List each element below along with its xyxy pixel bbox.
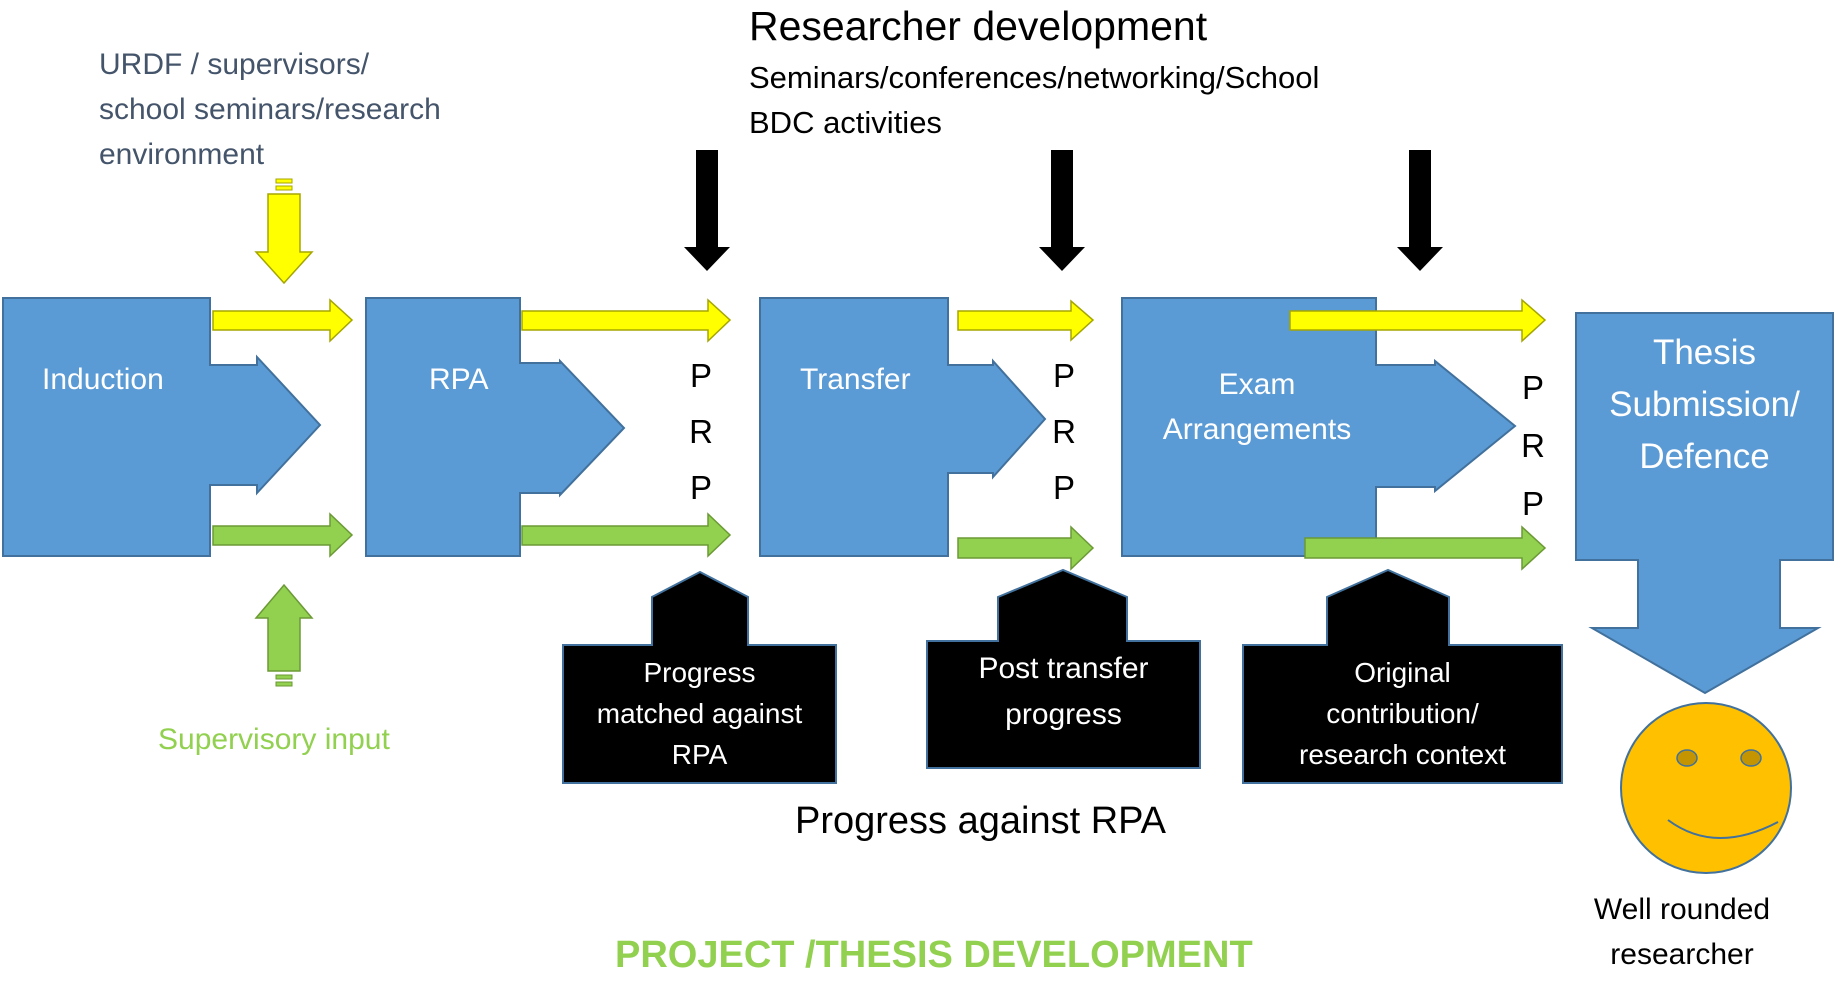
project-thesis-development-label: PROJECT /THESIS DEVELOPMENT <box>615 934 1253 976</box>
stage-rpa-label: RPA <box>429 363 489 396</box>
progress-box-1-label: Progress matched against RPA <box>563 652 836 775</box>
stage-thesis-submission <box>1575 312 1834 695</box>
researcher-development-title: Researcher development <box>749 3 1208 49</box>
stage-rpa <box>365 297 626 557</box>
prp-3-letter-2: R <box>1521 427 1545 464</box>
researcher-development-details: Seminars/conferences/networking/School B… <box>749 55 1319 145</box>
green-arrow-1 <box>212 512 354 558</box>
stage-transfer <box>759 297 1047 557</box>
smiley-face-icon <box>1620 702 1792 874</box>
stage-thesis-label: Thesis Submission/ Defence <box>1576 327 1833 483</box>
researcher-development-line2: BDC activities <box>749 105 942 140</box>
outcome-line1: Well rounded <box>1593 893 1771 926</box>
top-left-note-line1: URDF / supervisors/ <box>99 48 370 81</box>
yellow-arrow-1 <box>212 298 354 343</box>
yellow-arrow-3 <box>957 299 1095 342</box>
supervisory-input-label: Supervisory input <box>158 723 390 756</box>
prp-column-1: P R P <box>683 348 719 516</box>
stage-exam-line1: Exam <box>1218 368 1296 401</box>
prp-1-letter-2: R <box>689 413 713 450</box>
top-left-note: URDF / supervisors/ school seminars/rese… <box>99 42 441 177</box>
outcome-line2: researcher <box>1610 938 1754 971</box>
green-arrow-2 <box>521 512 732 558</box>
progress-box-3-line2: contribution/ <box>1326 698 1479 729</box>
stage-exam-line2: Arrangements <box>1162 413 1352 446</box>
black-down-arrow-2 <box>1039 150 1085 271</box>
green-up-arrow <box>254 583 314 687</box>
progress-box-2-label: Post transfer progress <box>927 646 1200 738</box>
prp-2-letter-1: P <box>1052 357 1075 394</box>
stage-thesis-line3: Defence <box>1639 437 1770 476</box>
top-left-note-line3: environment <box>99 138 265 171</box>
researcher-development-line1: Seminars/conferences/networking/School <box>749 60 1320 95</box>
outcome-label: Well rounded researcher <box>1560 887 1804 977</box>
prp-column-3: P R P <box>1515 359 1551 533</box>
progress-box-1-line3: RPA <box>671 739 728 770</box>
progress-box-3 <box>1242 568 1563 784</box>
yellow-arrow-4 <box>1289 298 1547 343</box>
progress-against-rpa-label: Progress against RPA <box>795 800 1167 842</box>
green-arrow-3 <box>957 525 1095 571</box>
progress-box-2-line1: Post transfer <box>978 652 1149 685</box>
top-left-note-line2: school seminars/research <box>99 93 441 126</box>
yellow-arrow-2 <box>521 298 732 343</box>
progress-box-1-line1: Progress <box>643 657 756 688</box>
prp-1-letter-3: P <box>689 469 712 506</box>
green-arrow-4 <box>1304 525 1547 571</box>
progress-box-2-line2: progress <box>1005 698 1122 731</box>
progress-box-1 <box>562 570 837 784</box>
progress-box-3-line3: research context <box>1299 739 1506 770</box>
stage-induction <box>2 297 322 557</box>
stage-induction-label: Induction <box>42 363 164 396</box>
yellow-down-arrow <box>254 178 314 285</box>
stage-transfer-label: Transfer <box>800 363 911 396</box>
prp-1-letter-1: P <box>689 357 712 394</box>
progress-box-3-label: Original contribution/ research context <box>1243 652 1562 775</box>
progress-box-1-line2: matched against <box>596 698 803 729</box>
prp-2-letter-2: R <box>1052 413 1076 450</box>
progress-box-2 <box>926 568 1201 769</box>
stage-thesis-line1: Thesis <box>1652 333 1757 372</box>
prp-column-2: P R P <box>1046 348 1082 516</box>
stage-exam-label: Exam Arrangements <box>1140 362 1374 452</box>
prp-3-letter-3: P <box>1521 485 1544 522</box>
prp-2-letter-3: P <box>1052 469 1075 506</box>
prp-3-letter-1: P <box>1521 369 1544 406</box>
black-down-arrow-1 <box>684 150 730 271</box>
stage-thesis-line2: Submission/ <box>1609 385 1800 424</box>
progress-box-3-line1: Original <box>1354 657 1451 688</box>
black-down-arrow-3 <box>1397 150 1443 271</box>
